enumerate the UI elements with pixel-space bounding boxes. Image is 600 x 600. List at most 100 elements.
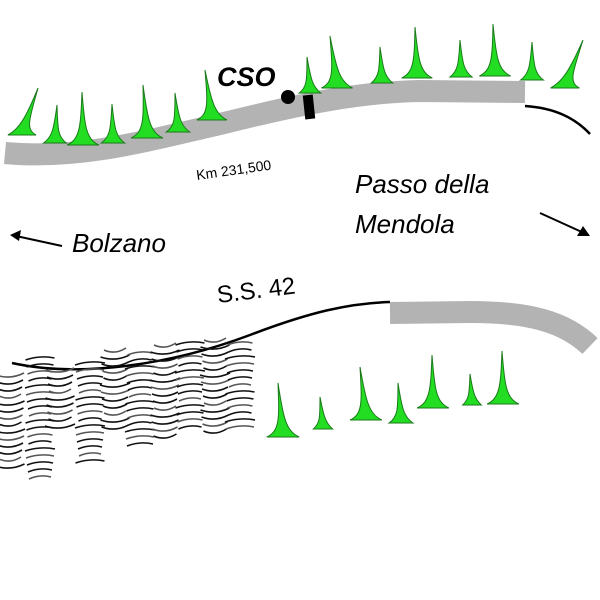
rock-hatch-stroke: [152, 398, 178, 404]
rock-hatch-stroke: [28, 377, 52, 382]
rock-hatch-stroke: [228, 411, 252, 416]
rock-hatch-stroke: [77, 410, 103, 415]
rock-hatch-stroke: [0, 456, 22, 462]
rock-hatch-stroke: [153, 433, 177, 439]
rock-hatch-stroke: [100, 389, 130, 395]
rock-hatch-stroke: [46, 402, 74, 408]
rock-cliff-hatching: [0, 337, 256, 480]
rock-hatch-stroke: [45, 367, 75, 373]
rock-hatch-stroke: [224, 418, 256, 423]
road-name-label: S.S. 42: [215, 273, 296, 309]
rock-hatch-stroke: [128, 358, 152, 363]
km-marker: [302, 94, 316, 120]
rock-hatch-stroke: [78, 417, 102, 422]
rock-hatch-stroke: [176, 348, 204, 353]
tree-icon: [387, 382, 415, 424]
tree-icon: [164, 92, 192, 133]
bolzano-label: Bolzano: [72, 228, 166, 258]
rock-hatch-stroke: [76, 403, 104, 408]
rock-hatch-stroke: [125, 435, 155, 440]
rock-hatch-stroke: [47, 381, 73, 387]
rock-hatch-stroke: [202, 421, 228, 427]
rock-hatch-stroke: [177, 390, 203, 395]
rock-hatch-stroke: [153, 370, 177, 376]
tree-icon: [461, 373, 483, 406]
rock-hatch-stroke: [0, 463, 25, 469]
rock-hatch-stroke: [0, 407, 24, 413]
rock-hatch-stroke: [0, 393, 22, 399]
rock-hatch-stroke: [78, 452, 102, 457]
rock-hatch-stroke: [152, 363, 178, 369]
rock-hatch-stroke: [75, 396, 105, 401]
rock-hatch-stroke: [227, 404, 253, 409]
rock-hatch-stroke: [225, 390, 255, 395]
rock-hatch-stroke: [26, 461, 54, 466]
tree-icon: [99, 103, 127, 144]
rock-hatch-stroke: [77, 445, 103, 450]
rock-hatch-stroke: [176, 411, 204, 416]
rock-hatch-stroke: [127, 351, 153, 356]
arrow-left-icon: [10, 230, 63, 247]
tree-icon: [448, 39, 474, 78]
rock-hatch-stroke: [153, 405, 177, 411]
rock-hatch-stroke: [201, 414, 229, 420]
tree-icon: [321, 35, 353, 89]
rock-hatch-stroke: [203, 337, 227, 343]
rock-hatch-stroke: [203, 428, 227, 434]
rock-hatch-stroke: [26, 363, 54, 368]
rock-hatch-stroke: [0, 372, 25, 378]
rock-hatch-stroke: [175, 404, 205, 409]
rock-hatch-stroke: [178, 397, 202, 402]
rock-hatch-stroke: [175, 376, 205, 381]
rock-hatch-stroke: [101, 361, 129, 367]
rock-hatch-stroke: [202, 358, 228, 364]
rock-hatch-stroke: [0, 379, 24, 385]
tree-icon: [42, 104, 68, 144]
rock-hatch-stroke: [45, 395, 75, 401]
rock-hatch-stroke: [0, 435, 25, 441]
tree-icon: [266, 382, 300, 438]
rock-hatch-stroke: [103, 347, 127, 353]
rock-hatch-stroke: [75, 459, 105, 464]
bottom-road-unpaved-line: [11, 300, 391, 371]
km-label: Km 231,500: [195, 157, 272, 183]
rock-hatch-stroke: [227, 376, 253, 381]
rock-hatch-stroke: [102, 368, 128, 374]
rock-hatch-stroke: [124, 428, 156, 433]
rock-hatch-stroke: [200, 407, 230, 413]
rock-hatch-stroke: [44, 423, 76, 429]
rock-hatch-stroke: [25, 454, 55, 459]
rock-hatch-stroke: [150, 412, 180, 418]
cso-station-dot: [281, 90, 295, 104]
rock-hatch-stroke: [126, 407, 154, 412]
rock-hatch-stroke: [102, 403, 128, 409]
rock-hatch-stroke: [103, 375, 127, 381]
rock-hatch-stroke: [103, 410, 127, 416]
cso-label: CSO: [217, 62, 276, 92]
rock-hatch-stroke: [0, 421, 22, 427]
rock-hatch-stroke: [125, 372, 155, 377]
rock-hatch-stroke: [174, 369, 206, 374]
rock-hatch-stroke: [101, 424, 129, 430]
rock-hatch-stroke: [176, 383, 204, 388]
rock-hatch-stroke: [151, 419, 179, 425]
rock-hatch-stroke: [201, 351, 229, 357]
rock-hatch-stroke: [99, 382, 131, 388]
rock-hatch-stroke: [128, 393, 152, 398]
rock-hatch-stroke: [125, 400, 155, 405]
tree-icon: [519, 41, 545, 81]
rock-hatch-stroke: [0, 400, 25, 406]
rock-hatch-stroke: [126, 379, 154, 384]
tree-icon: [550, 39, 584, 89]
rock-hatch-stroke: [78, 389, 102, 394]
passo-label-line1: Passo della: [355, 169, 489, 199]
rock-hatch-stroke: [100, 417, 130, 423]
tree-icon: [66, 91, 100, 146]
rock-hatch-stroke: [0, 386, 23, 392]
rock-hatch-stroke: [47, 409, 73, 415]
rock-hatch-stroke: [149, 377, 181, 383]
passo-label-line2: Mendola: [355, 209, 455, 239]
rock-hatch-stroke: [74, 361, 106, 366]
rock-hatch-stroke: [225, 362, 255, 367]
